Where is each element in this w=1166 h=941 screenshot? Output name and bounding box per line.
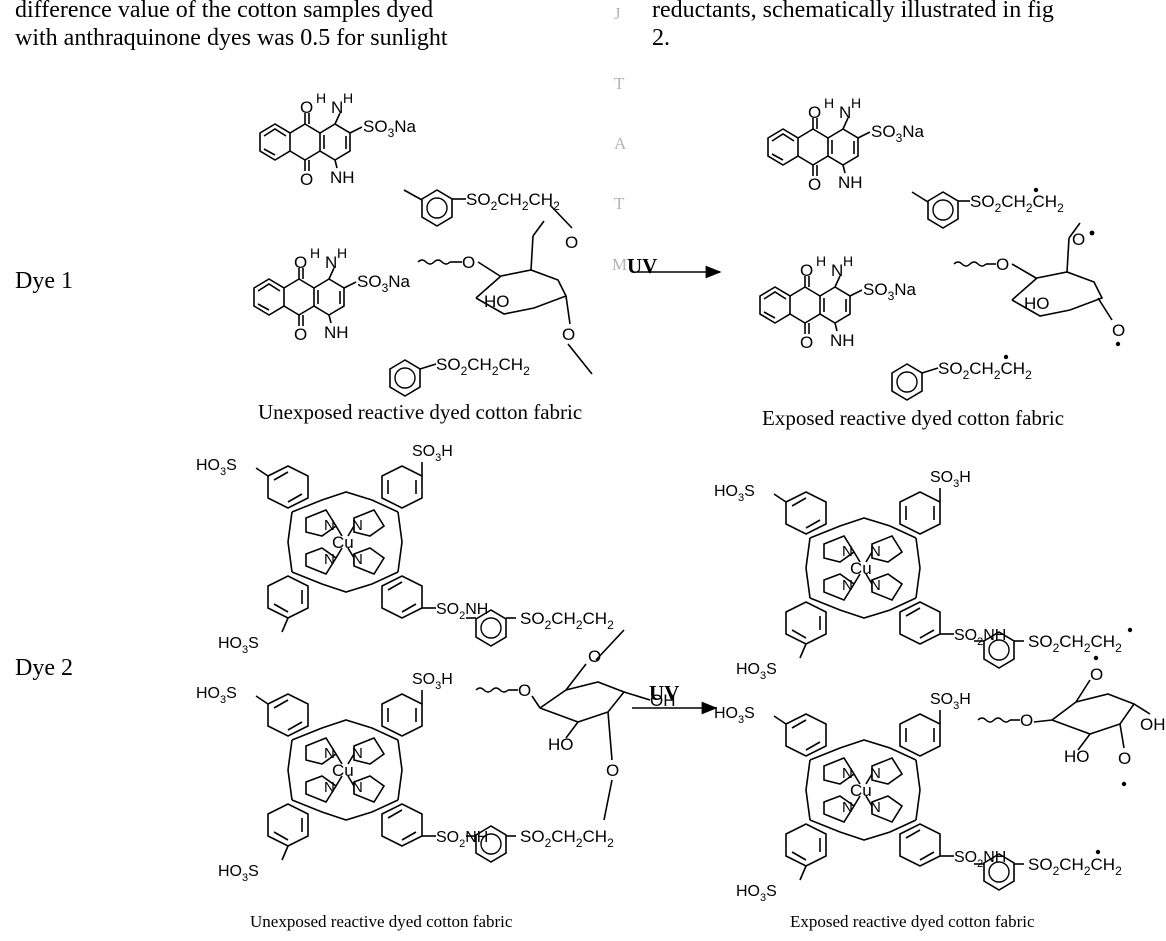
body-text-col1-line2: with anthraquinone dyes was 0.5 for sunl… [15, 25, 448, 51]
dye1-label: Dye 1 [15, 268, 73, 294]
caption-unexposed-2: Unexposed reactive dyed cotton fabric [250, 912, 513, 931]
caption-exposed-2: Exposed reactive dyed cotton fabric [790, 912, 1035, 931]
atom-label: O [1072, 230, 1085, 249]
caption-unexposed-1: Unexposed reactive dyed cotton fabric [258, 400, 583, 424]
atom-label: O [462, 253, 475, 272]
watermark-letter: M [612, 255, 628, 274]
atom-label: HO [1024, 294, 1050, 313]
atom-label: OH [1140, 715, 1166, 734]
caption-exposed-1: Exposed reactive dyed cotton fabric [762, 406, 1065, 430]
dye1-unexposed-structure: O O HO O [253, 89, 593, 397]
atom-label: HO [484, 292, 510, 311]
dye2-label: Dye 2 [15, 655, 73, 681]
uv-label-1: UV [627, 254, 658, 278]
body-text-col2-line2: 2. [652, 25, 670, 51]
atom-label: O [588, 647, 601, 666]
dye2-exposed-structure: O O OH HO O [713, 468, 1166, 905]
uv-label-2: UV [649, 681, 680, 705]
dye2-unexposed-structure: O O OH HO O [195, 442, 676, 885]
atom-label: O [518, 681, 531, 700]
body-text-col2-line1: reductants, schematically illustrated in… [652, 0, 1054, 23]
atom-label: O [1112, 321, 1125, 340]
atom-label: O [565, 233, 578, 252]
atom-label: HO [1064, 747, 1090, 766]
atom-label: O [606, 761, 619, 780]
watermark-letter: A [614, 134, 627, 153]
atom-label: O [1020, 711, 1033, 730]
atom-label: O [996, 255, 1009, 274]
atom-label: HO [548, 735, 574, 754]
watermark-letter: T [614, 194, 625, 213]
body-text-col1-line1: difference value of the cotton samples d… [15, 0, 434, 23]
atom-label: O [1118, 749, 1131, 768]
atom-label: O [562, 325, 575, 344]
atom-label: OH [650, 691, 676, 710]
watermark-letter: T [614, 74, 625, 93]
watermark-letter: J [614, 4, 621, 23]
atom-label: O [1090, 665, 1103, 684]
dye1-exposed-structure: O O HO O [759, 94, 1125, 401]
